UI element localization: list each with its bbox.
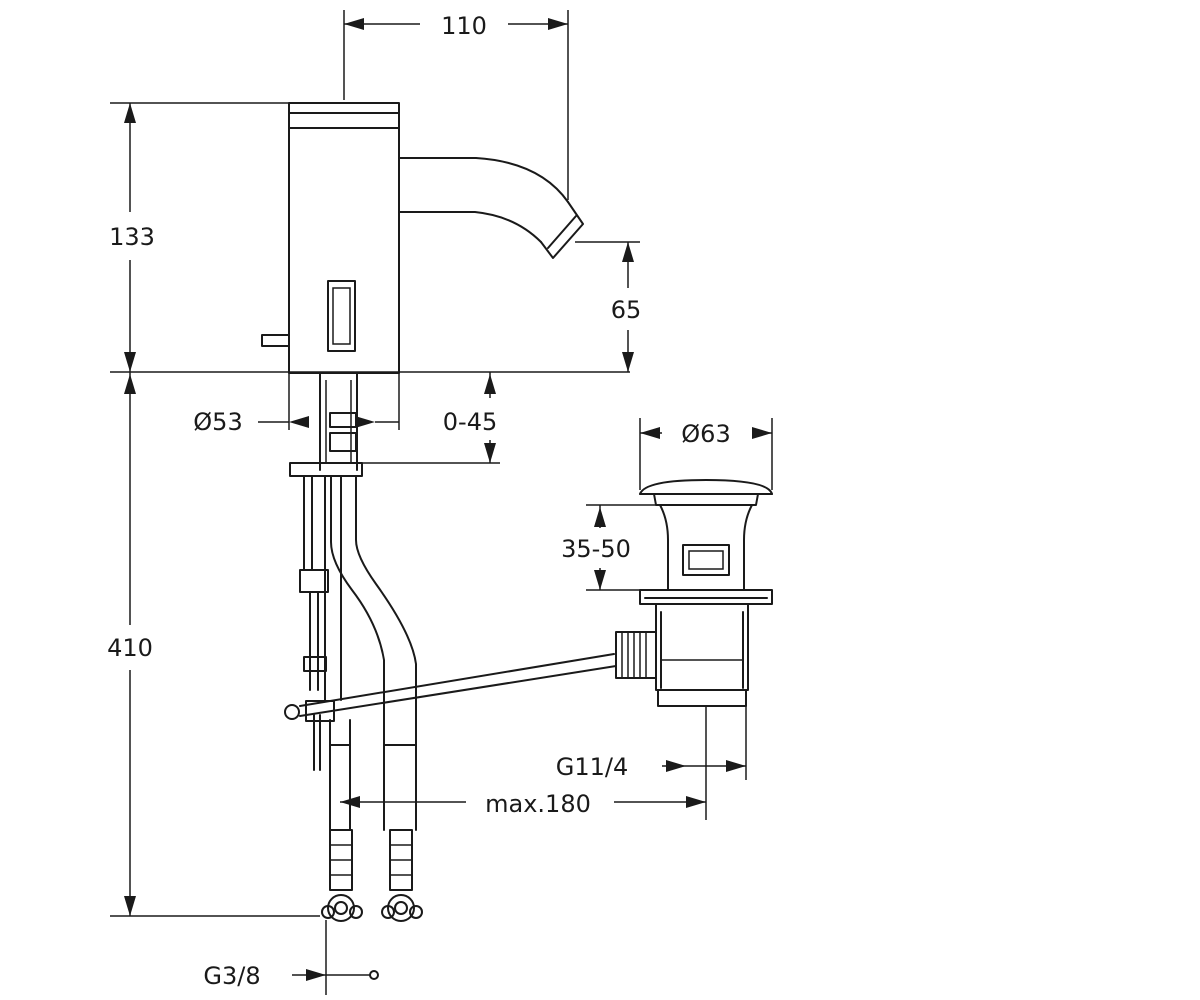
- supply-pipes: [299, 475, 417, 831]
- dim-label-g114: G11/4: [556, 753, 629, 781]
- dim-label-g38: G3/8: [203, 962, 260, 990]
- dim-label-133: 133: [109, 223, 155, 251]
- dim-label-0-45: 0-45: [443, 408, 497, 436]
- spout: [398, 157, 584, 259]
- dim-label-max180: max.180: [485, 790, 591, 818]
- mounting-shank: [319, 372, 358, 471]
- side-lever: [261, 334, 290, 347]
- dim-label-dia53: Ø53: [193, 408, 242, 436]
- dimension-labels: 110 133 65 410 Ø53 0-45 Ø63 35-50 G11/4 …: [107, 12, 731, 990]
- dim-label-35-50: 35-50: [561, 535, 631, 563]
- popup-linkage: [284, 653, 617, 722]
- dim-label-410: 410: [107, 634, 153, 662]
- dim-label-65: 65: [611, 296, 642, 324]
- sensor-window: [327, 280, 356, 352]
- dim-label-dia63: Ø63: [681, 420, 730, 448]
- angle-valves: [321, 829, 423, 922]
- popup-waste: [615, 479, 773, 707]
- mounting-plate: [289, 462, 363, 477]
- dimension-lines: [110, 10, 773, 995]
- faucet-body: [261, 102, 400, 374]
- dim-label-110: 110: [441, 12, 487, 40]
